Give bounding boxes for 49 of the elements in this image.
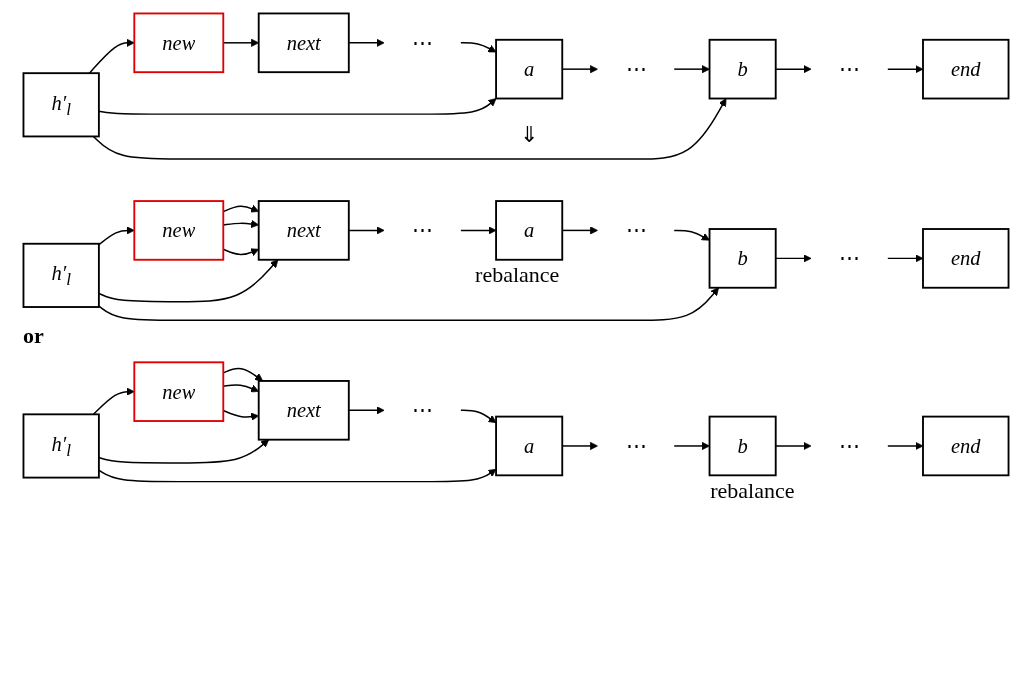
arrow <box>98 439 270 464</box>
node-text: ⋯ <box>412 31 433 55</box>
node-box: next <box>257 380 350 441</box>
node-box: end <box>922 415 1010 477</box>
arrow <box>92 98 727 160</box>
annotation-text: or <box>23 322 44 349</box>
arrow <box>98 259 279 303</box>
arrow <box>98 287 719 322</box>
node-box: h′$_{l}$ <box>22 413 100 479</box>
arrow <box>88 38 135 74</box>
node-box: b <box>708 38 777 100</box>
node-text: ⋯ <box>839 434 860 458</box>
arrow <box>459 409 497 424</box>
node-text: ⋯ <box>839 246 860 271</box>
annotation-text: rebalance <box>475 262 560 289</box>
node-box: end <box>922 38 1010 100</box>
node-box: a <box>495 200 564 261</box>
arrow <box>459 226 497 235</box>
arrow <box>673 65 710 74</box>
annotation-text: ⇓ <box>520 122 539 149</box>
arrow <box>459 42 497 53</box>
arrow <box>348 406 385 415</box>
node-text: ⋯ <box>625 57 647 81</box>
arrow <box>98 226 135 246</box>
arrow <box>673 441 710 451</box>
arrow <box>673 229 710 241</box>
node-text: ⋯ <box>412 398 433 422</box>
node-text: ⋯ <box>412 218 433 243</box>
node-text: ⋯ <box>625 218 647 243</box>
node-box: next <box>257 200 350 261</box>
arrow <box>348 226 385 235</box>
node-box: next <box>257 12 350 74</box>
arrow <box>98 468 497 483</box>
node-box: a <box>495 38 564 100</box>
arrow <box>98 98 497 115</box>
node-box: new <box>133 200 225 261</box>
arrow <box>92 387 135 416</box>
node-box: b <box>708 228 777 289</box>
node-box: a <box>495 415 564 477</box>
node-text: ⋯ <box>839 57 860 81</box>
node-box: h′$_{l}$ <box>22 242 100 308</box>
node-box: new <box>133 361 225 422</box>
node-box: h′$_{l}$ <box>22 72 100 138</box>
node-box: b <box>708 415 777 477</box>
node-text: ⋯ <box>625 434 647 458</box>
node-box: new <box>133 12 225 74</box>
node-box: end <box>922 228 1010 289</box>
annotation-text: rebalance <box>710 477 795 504</box>
arrow <box>348 38 385 47</box>
